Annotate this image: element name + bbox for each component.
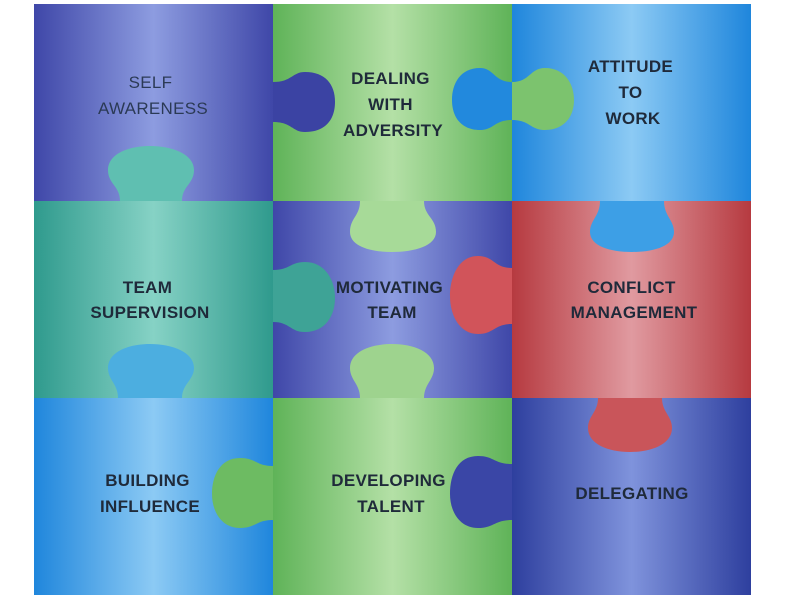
label-line: WITH bbox=[368, 95, 413, 114]
knob-dealing-right bbox=[512, 68, 574, 130]
label-delegating: DELEGATING bbox=[575, 484, 688, 503]
knob-team-supervision-right bbox=[273, 262, 335, 332]
label-line: TO bbox=[619, 83, 643, 102]
knob-self-awareness bbox=[273, 72, 335, 132]
knob-developing-up bbox=[350, 344, 434, 398]
label-line: DEVELOPING bbox=[331, 471, 445, 490]
label-attitude-to-work: ATTITUDE TO WORK bbox=[588, 57, 678, 128]
label-self-awareness: SELF AWARENESS bbox=[98, 73, 208, 118]
knob-building-up bbox=[108, 344, 194, 398]
label-line: INFLUENCE bbox=[100, 497, 200, 516]
label-line: MOTIVATING bbox=[336, 278, 443, 297]
label-line: WORK bbox=[605, 109, 660, 128]
label-line: DELEGATING bbox=[575, 484, 688, 503]
label-line: SELF bbox=[129, 73, 173, 92]
knob-team-supervision-up bbox=[108, 146, 194, 201]
label-line: CONFLICT bbox=[587, 278, 676, 297]
label-line: ATTITUDE bbox=[588, 57, 673, 76]
label-building-influence: BUILDING INFLUENCE bbox=[100, 471, 200, 516]
label-conflict-management: CONFLICT MANAGEMENT bbox=[571, 278, 698, 322]
label-motivating-team: MOTIVATING TEAM bbox=[336, 278, 448, 322]
knob-conflict-left bbox=[450, 256, 512, 334]
knob-delegating-left bbox=[450, 456, 512, 528]
puzzle-knobs bbox=[108, 68, 674, 528]
label-line: TEAM bbox=[123, 278, 172, 297]
label-line: AWARENESS bbox=[98, 99, 208, 118]
knob-attitude-to-work bbox=[452, 68, 512, 130]
label-line: DEALING bbox=[351, 69, 430, 88]
knob-developing-left bbox=[212, 458, 273, 528]
puzzle-labels: SELF AWARENESS DEALING WITH ADVERSITY AT… bbox=[90, 57, 697, 516]
label-line: SUPERVISION bbox=[90, 303, 209, 322]
knob-conflict-up bbox=[590, 201, 674, 252]
label-line: TALENT bbox=[357, 497, 425, 516]
knob-conflict-down bbox=[588, 398, 672, 452]
label-developing-talent: DEVELOPING TALENT bbox=[331, 471, 451, 516]
label-line: ADVERSITY bbox=[343, 121, 443, 140]
label-line: MANAGEMENT bbox=[571, 303, 698, 322]
label-line: TEAM bbox=[367, 303, 416, 322]
knob-dealing-down bbox=[350, 201, 436, 252]
label-dealing-with-adversity: DEALING WITH ADVERSITY bbox=[343, 69, 443, 140]
label-team-supervision: TEAM SUPERVISION bbox=[90, 278, 209, 322]
label-line: BUILDING bbox=[105, 471, 190, 490]
